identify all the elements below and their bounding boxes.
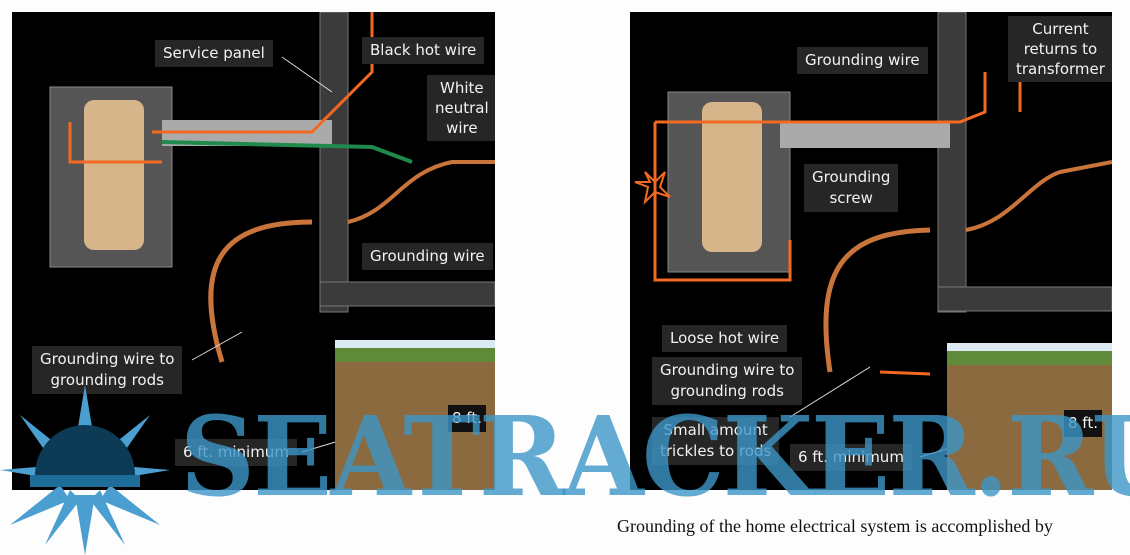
label-loose-hot-wire: Loose hot wire: [662, 325, 788, 352]
right-figure: Grounding wire Current returns to transf…: [630, 12, 1112, 490]
label-service-panel: Service panel: [155, 40, 273, 67]
label-black-hot-wire: Black hot wire: [362, 37, 485, 64]
label-grounding-screw: Grounding screw: [804, 164, 899, 212]
label-white-neutral-wire: White neutral wire: [427, 75, 495, 141]
label-grounding-wire-to-rods: Grounding wire to grounding rods: [32, 346, 183, 394]
label-grounding-wire: Grounding wire: [797, 47, 928, 74]
watermark-text: SEATRACKER.RU: [180, 391, 1130, 522]
right-illustration: [634, 12, 1112, 458]
caption: Grounding of the home electrical system …: [617, 516, 1053, 536]
label-small-amount: Small amount trickles to rods: [652, 417, 780, 465]
label-grounding-wire-to-rods: Grounding wire to grounding rods: [652, 357, 803, 405]
label-eight-ft: 8 ft.: [448, 405, 486, 432]
sky: [947, 343, 1112, 351]
label-six-ft-minimum: 6 ft. minimum: [790, 444, 912, 471]
left-figure: Service panel Black hot wire White neutr…: [12, 12, 495, 490]
label-grounding-wire: Grounding wire: [362, 243, 493, 270]
watermark-sun-logo: [0, 385, 170, 555]
sky: [335, 340, 495, 348]
label-six-ft-minimum: 6 ft. minimum: [175, 439, 297, 466]
label-current-returns: Current returns to transformer: [1008, 16, 1112, 82]
label-eight-ft: 8 ft.: [1064, 410, 1102, 437]
